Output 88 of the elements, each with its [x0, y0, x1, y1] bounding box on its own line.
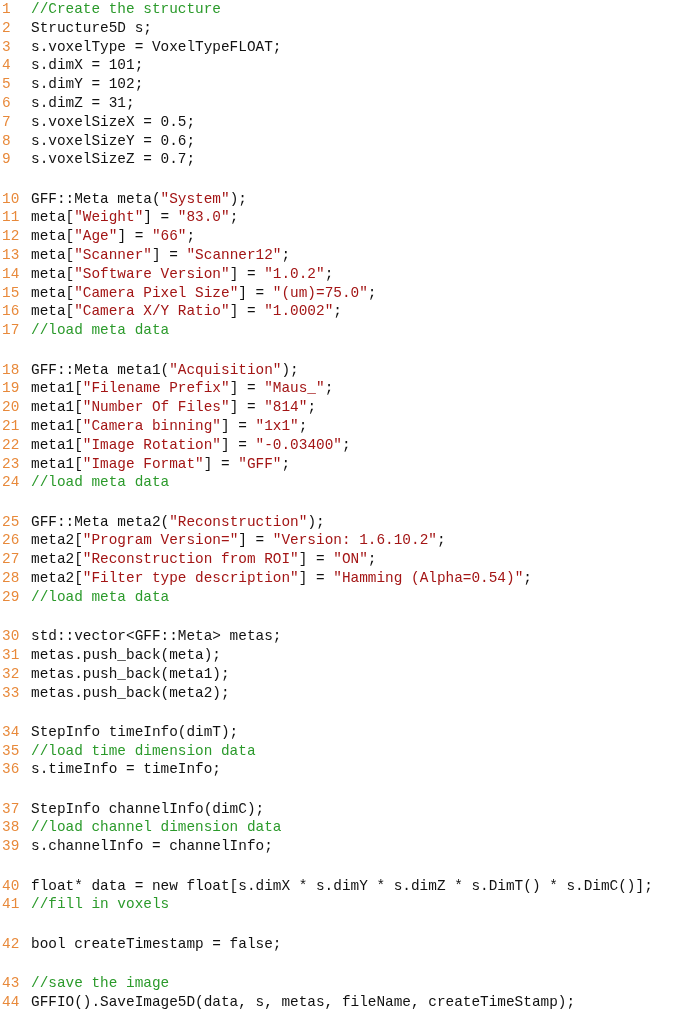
code-line: GFF::Meta meta2("Reconstruction"); — [31, 512, 325, 532]
code-line: meta["Age"] = "66"; — [31, 227, 196, 247]
line-number: 7 — [1, 112, 12, 132]
code-line: meta2["Reconstruction from ROI"] = "ON"; — [31, 550, 377, 569]
line-number: 38 — [1, 818, 21, 838]
line-number: 33 — [1, 683, 21, 703]
line-number: 2 — [1, 18, 12, 38]
line-number: 18 — [1, 360, 21, 380]
code-line: meta2["Program Version="] = "Version: 1.6.10.2"; — [31, 531, 446, 551]
code-line: s.dimY = 102; — [31, 75, 144, 94]
code-line: Structure5D s; — [31, 18, 152, 38]
code-line: s.channelInfo = channelInfo; — [31, 837, 273, 857]
code-line: meta1["Image Format"] = "GFF"; — [31, 454, 291, 474]
code-line: meta1["Image Rotation"] = "-0.03400"; — [31, 435, 351, 455]
line-number: 23 — [1, 454, 21, 474]
code-line: meta["Weight"] = "83.0"; — [31, 208, 239, 228]
line-number: 39 — [1, 837, 21, 857]
line-number: 13 — [1, 246, 21, 265]
code-line: //load meta data — [31, 321, 170, 341]
line-number: 42 — [1, 934, 21, 954]
line-number: 34 — [1, 722, 21, 742]
line-number: 4 — [1, 56, 12, 76]
line-number: 41 — [1, 895, 21, 915]
code-line: GFF::Meta meta1("Acquisition"); — [31, 360, 299, 380]
code-line: meta["Scanner"] = "Scanner12"; — [31, 246, 291, 265]
code-line: meta["Camera Pixel Size"] = "(um)=75.0"; — [31, 283, 377, 303]
line-number: 40 — [1, 876, 21, 896]
code-line: meta["Camera X/Y Ratio"] = "1.0002"; — [31, 302, 342, 322]
code-line: s.voxelSizeZ = 0.7; — [31, 150, 196, 170]
line-number: 14 — [1, 264, 21, 284]
line-number: 8 — [1, 131, 12, 151]
code-line: //load meta data — [31, 587, 170, 607]
code-line: StepInfo channelInfo(dimC); — [31, 799, 265, 819]
line-number: 12 — [1, 227, 21, 247]
line-number: 21 — [1, 416, 21, 436]
code-line: meta1["Filename Prefix"] = "Maus_"; — [31, 379, 334, 399]
line-number: 24 — [1, 473, 21, 493]
code-line: metas.push_back(meta); — [31, 645, 221, 665]
line-number: 27 — [1, 550, 21, 569]
code-line: float* data = new float[s.dimX * s.dimY * s.dimZ * s.DimT() * s.DimC()]; — [31, 876, 653, 896]
line-number: 32 — [1, 664, 21, 684]
line-number: 10 — [1, 189, 21, 209]
line-number: 35 — [1, 741, 21, 761]
code-line: //load channel dimension data — [31, 818, 282, 838]
line-number: 28 — [1, 569, 21, 588]
code-line: //fill in voxels — [31, 895, 170, 915]
line-number: 26 — [1, 531, 21, 551]
line-number: 11 — [1, 208, 21, 228]
line-number: 17 — [1, 321, 21, 341]
code-line: //load time dimension data — [31, 741, 256, 761]
line-number: 25 — [1, 512, 21, 532]
line-number: 43 — [1, 973, 21, 993]
line-number: 30 — [1, 627, 21, 646]
code-line: s.voxelSizeX = 0.5; — [31, 112, 196, 132]
code-line: GFF::Meta meta("System"); — [31, 189, 247, 209]
code-line: metas.push_back(meta1); — [31, 664, 230, 684]
code-line: GFFIO().SaveImage5D(data, s, metas, fileName, createTimeStamp); — [31, 992, 576, 1012]
line-number: 15 — [1, 283, 21, 303]
code-line: meta["Software Version"] = "1.0.2"; — [31, 264, 334, 284]
line-number: 22 — [1, 435, 21, 455]
code-line: //save the image — [31, 973, 170, 993]
code-line: s.dimZ = 31; — [31, 94, 135, 113]
code-line: StepInfo timeInfo(dimT); — [31, 722, 239, 742]
code-line: s.timeInfo = timeInfo; — [31, 760, 221, 780]
code-line: bool createTimestamp = false; — [31, 934, 282, 954]
line-number: 20 — [1, 398, 21, 417]
line-number: 16 — [1, 302, 21, 322]
line-number: 1 — [1, 0, 12, 19]
code-line: meta1["Number Of Files"] = "814"; — [31, 398, 316, 417]
line-number: 37 — [1, 799, 21, 819]
line-number: 3 — [1, 37, 12, 57]
code-line: meta1["Camera binning"] = "1x1"; — [31, 416, 308, 436]
line-number: 5 — [1, 75, 12, 94]
line-number: 9 — [1, 150, 12, 170]
code-line: s.voxelType = VoxelTypeFLOAT; — [31, 37, 282, 57]
code-line: s.dimX = 101; — [31, 56, 144, 76]
code-line: metas.push_back(meta2); — [31, 683, 230, 703]
line-number: 29 — [1, 587, 21, 607]
code-line: //load meta data — [31, 473, 170, 493]
code-line: std::vector<GFF::Meta> metas; — [31, 627, 282, 646]
line-number: 31 — [1, 645, 21, 665]
line-number: 36 — [1, 760, 21, 780]
code-line: s.voxelSizeY = 0.6; — [31, 131, 196, 151]
line-number: 19 — [1, 379, 21, 399]
line-number: 44 — [1, 992, 21, 1012]
line-number: 6 — [1, 94, 12, 113]
code-line: //Create the structure — [31, 0, 221, 19]
code-line: meta2["Filter type description"] = "Hamming (Alpha=0.54)"; — [31, 569, 532, 588]
